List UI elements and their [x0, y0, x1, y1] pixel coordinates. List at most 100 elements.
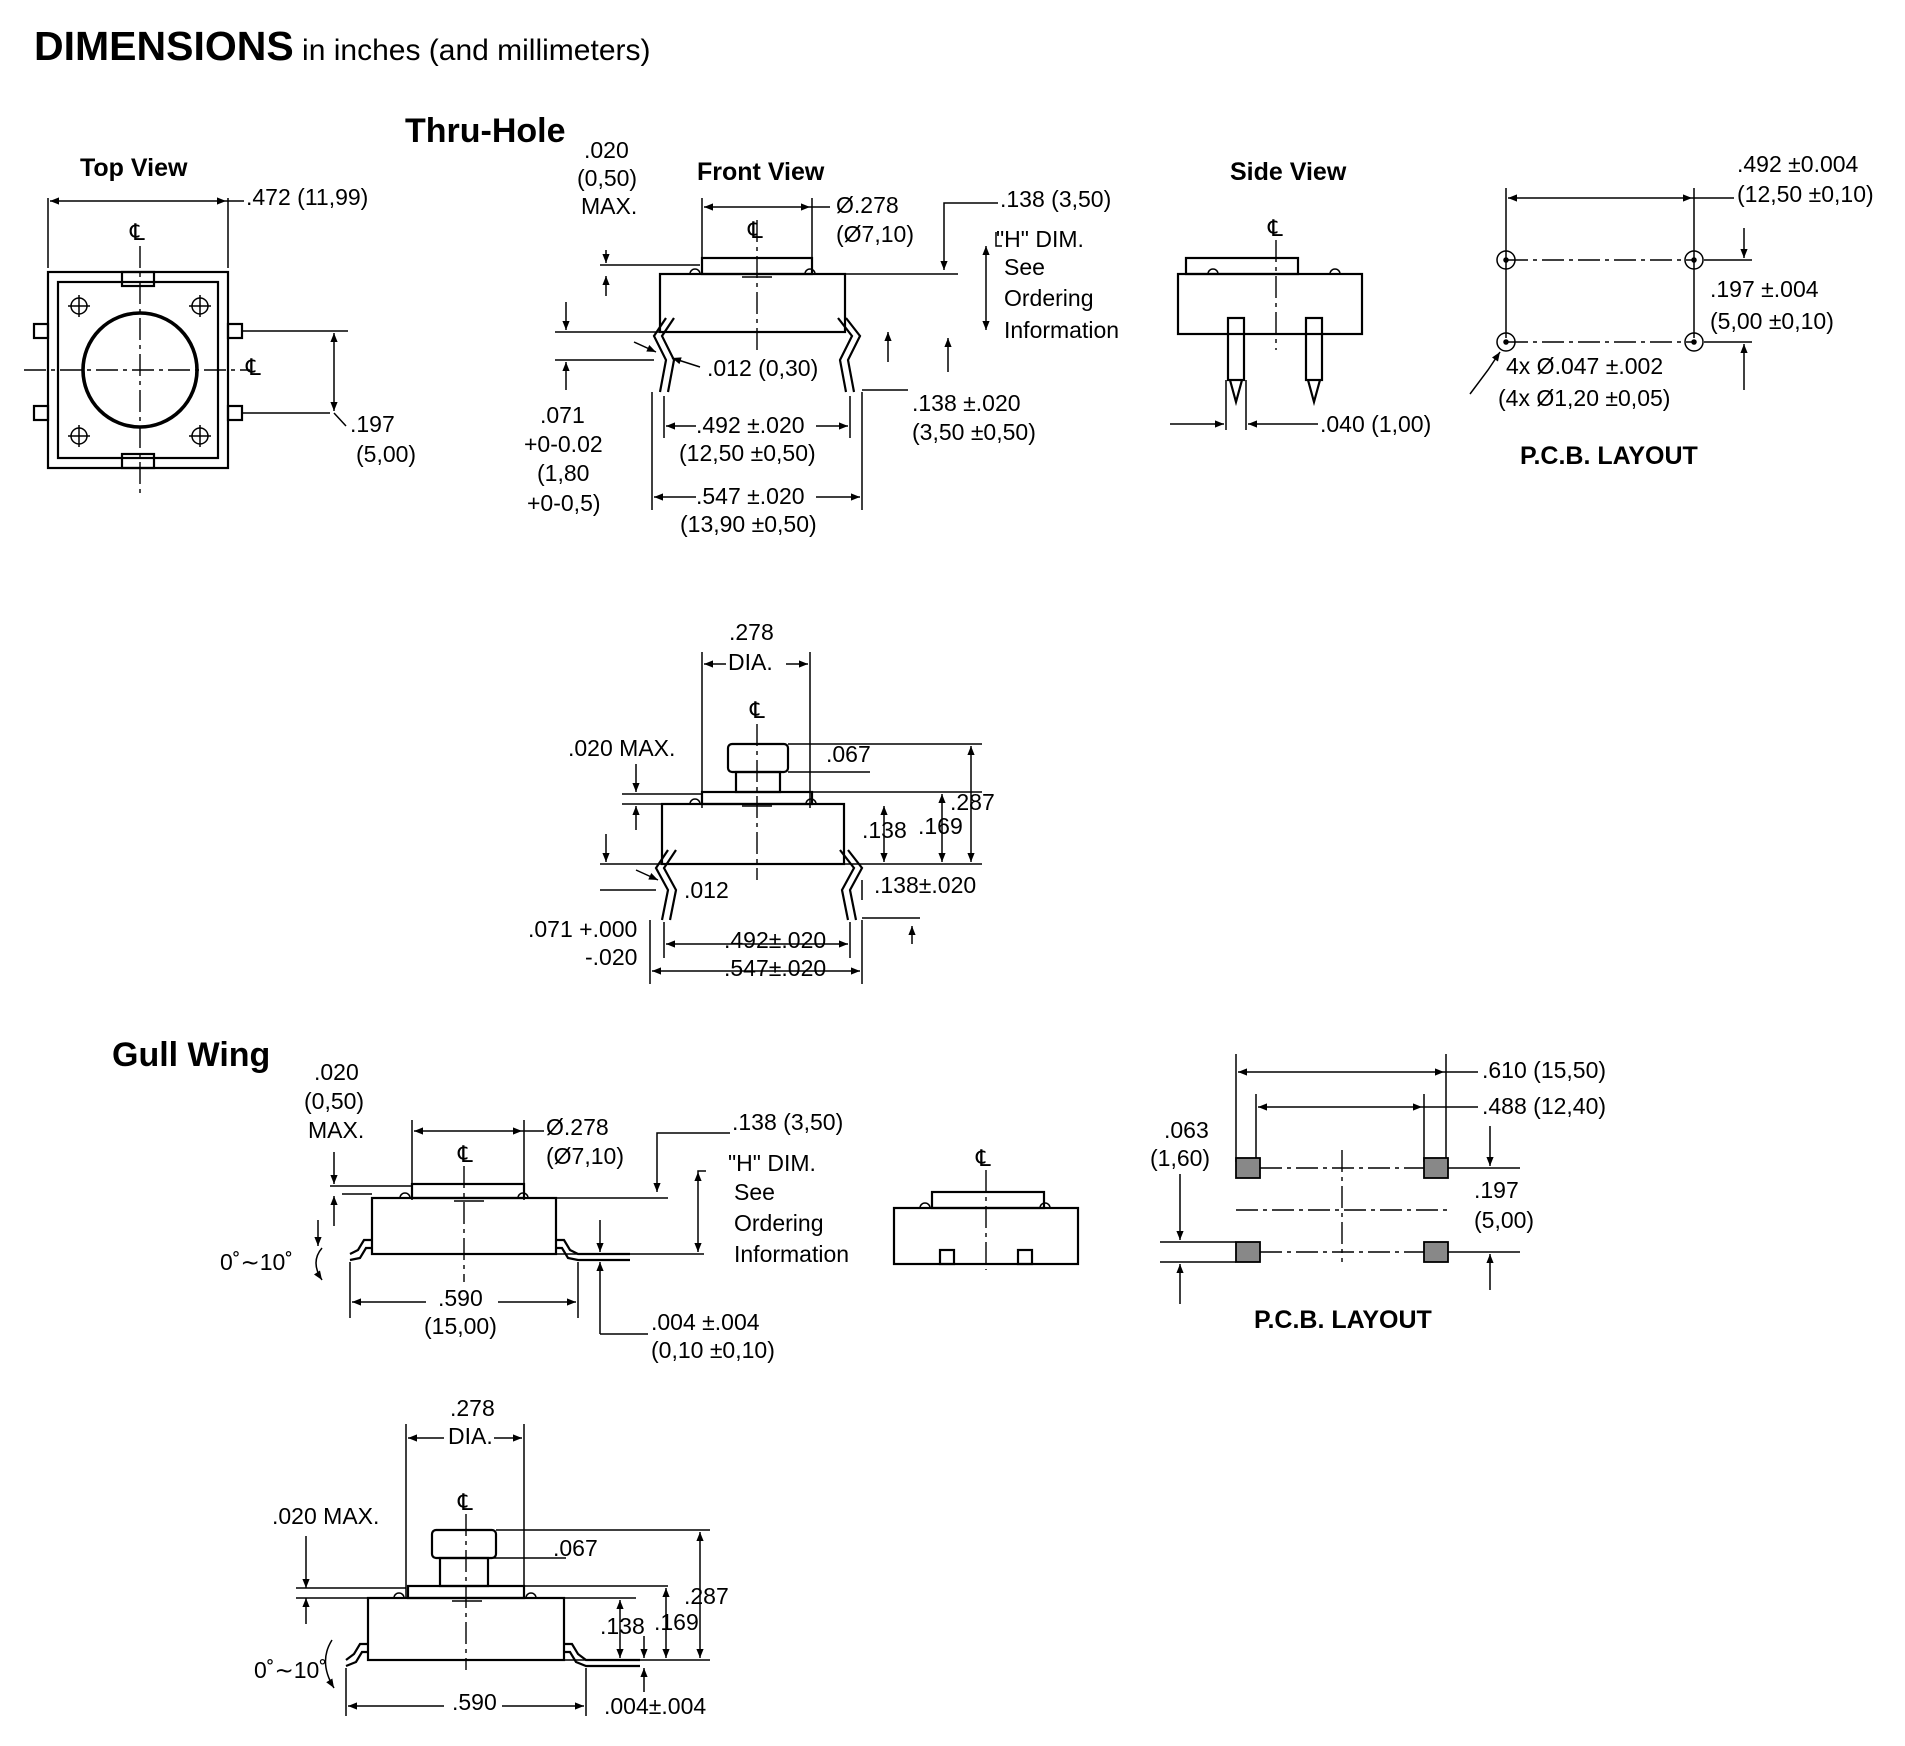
tall-h287: .287: [950, 789, 995, 815]
gull-wing-front-view: .020 (0,50) MAX. Ø.278 (Ø7,10) ℄ .138 (3…: [220, 1059, 849, 1363]
front-view: Front View .020 (0,50) MAX. Ø.278 (Ø7,10…: [524, 137, 1119, 537]
section-heading-thru-hole: Thru-Hole: [405, 112, 566, 150]
gw-cl: ℄: [457, 1141, 473, 1167]
top-view-pitch-mm: (5,00): [356, 441, 416, 467]
gw-side-cl: ℄: [975, 1145, 991, 1171]
pcb-hole-b: (4x Ø1,20 ±0,05): [1498, 385, 1670, 411]
gw-tall-span: .590: [452, 1689, 497, 1715]
front-width-a: .547 ±.020: [696, 483, 805, 509]
gw-tall-h138: .138: [600, 1613, 645, 1639]
gw-foot-a: .004 ±.004: [651, 1309, 760, 1335]
side-lead: .040 (1,00): [1320, 411, 1431, 437]
gw-h-c: See: [734, 1179, 775, 1205]
gw-max-b: (0,50): [304, 1088, 364, 1114]
front-cl: ℄: [747, 217, 763, 243]
pcb-hole-a: 4x Ø.047 ±.002: [1506, 353, 1663, 379]
front-max-b: (0,50): [577, 165, 637, 191]
gw-tall-cl: ℄: [457, 1489, 473, 1515]
tall-stand-b: -.020: [585, 944, 637, 970]
gw-pcb-x1: .610 (15,50): [1482, 1057, 1606, 1083]
gw-tall-foot: .004±.004: [604, 1693, 706, 1719]
gw-pcb-label: P.C.B. LAYOUT: [1254, 1306, 1432, 1334]
front-pin-a: .138 ±.020: [912, 390, 1021, 416]
front-stand-a: .071: [540, 402, 585, 428]
tall-dia-b: DIA.: [728, 649, 773, 675]
gw-h-b: "H" DIM.: [728, 1150, 816, 1176]
pcb-y-b: (5,00 ±0,10): [1710, 308, 1834, 334]
section-heading-gull-wing: Gull Wing: [112, 1036, 270, 1074]
gw-tall-cap: .067: [553, 1535, 598, 1561]
tall-width: .547±.020: [724, 955, 826, 981]
side-cl: ℄: [1267, 215, 1283, 241]
gw-tall-dia-b: DIA.: [448, 1423, 493, 1449]
title-rest: in inches (and millimeters): [294, 34, 651, 67]
gw-max-a: .020: [314, 1059, 359, 1085]
front-dia-a: Ø.278: [836, 192, 899, 218]
tall-pitch: .492±.020: [724, 927, 826, 953]
front-pitch-a: .492 ±.020: [696, 412, 805, 438]
tall-h138: .138: [862, 817, 907, 843]
gw-span-b: (15,00): [424, 1313, 497, 1339]
gw-tall-h169: .169: [654, 1609, 699, 1635]
front-h-a: .138 (3,50): [1000, 186, 1111, 212]
gw-tall-angle: 0˚∼10˚: [254, 1657, 327, 1683]
top-view-cl-top: ℄: [129, 219, 145, 245]
gw-pcb-pad-a: .063: [1164, 1117, 1209, 1143]
front-h-e: Information: [1004, 317, 1119, 343]
tall-h169: .169: [918, 813, 963, 839]
tall-cap: .067: [826, 741, 871, 767]
pcb-layout-label: P.C.B. LAYOUT: [1520, 442, 1698, 470]
front-pitch-b: (12,50 ±0,50): [679, 440, 816, 466]
front-lead: .012 (0,30): [707, 355, 818, 381]
gw-dia-b: (Ø7,10): [546, 1143, 624, 1169]
pcb-layout-thru-hole: .492 ±0.004 (12,50 ±0,10) .197 ±.004 (5,…: [1469, 151, 1874, 470]
gw-h-d: Ordering: [734, 1210, 823, 1236]
gw-h-e: Information: [734, 1241, 849, 1267]
top-view-pitch: .197: [350, 411, 395, 437]
gull-wing-side-view: ℄: [892, 1145, 1080, 1270]
front-dia-b: (Ø7,10): [836, 221, 914, 247]
top-view-label: Top View: [80, 154, 188, 182]
gw-pcb-pad-b: (1,60): [1150, 1145, 1210, 1171]
gw-foot-b: (0,10 ±0,10): [651, 1337, 775, 1363]
gw-h-a: .138 (3,50): [732, 1109, 843, 1135]
front-h-d: Ordering: [1004, 285, 1093, 311]
side-view: Side View ℄ .040 (1,00): [1170, 158, 1431, 437]
tall-pin: .138±.020: [874, 872, 976, 898]
gw-angle: 0˚∼10˚: [220, 1249, 293, 1275]
pcb-x-a: .492 ±0.004: [1737, 151, 1859, 177]
top-view-width: .472 (11,99): [246, 184, 368, 210]
tall-dia-a: .278: [729, 619, 774, 645]
front-max-a: .020: [584, 137, 629, 163]
gw-tall-h287: .287: [684, 1583, 729, 1609]
front-stand-b: +0-0.02: [524, 431, 603, 457]
tall-cl: ℄: [749, 697, 765, 723]
gw-tall-max: .020 MAX.: [272, 1503, 379, 1529]
gull-wing-pcb-layout: .610 (15,50) .488 (12,40) .197 (5,00) .0…: [1150, 1054, 1606, 1334]
gw-pcb-y-a: .197: [1474, 1177, 1519, 1203]
side-view-label: Side View: [1230, 158, 1347, 186]
top-view: Top View .472 (11,99) ℄ ℄ .197 (5,00): [24, 154, 416, 495]
front-stand-d: +0-0,5): [527, 490, 601, 516]
tall-lead: .012: [684, 877, 729, 903]
tall-stand-a: .071 +.000: [528, 916, 637, 942]
gw-max-c: MAX.: [308, 1117, 364, 1143]
gw-pcb-y-b: (5,00): [1474, 1207, 1534, 1233]
front-width-b: (13,90 ±0,50): [680, 511, 817, 537]
page-title: DIMENSIONS in inches (and millimeters): [34, 23, 650, 69]
gw-tall-dia-a: .278: [450, 1395, 495, 1421]
front-max-c: MAX.: [581, 193, 637, 219]
top-view-cl-right: ℄: [245, 354, 261, 380]
gw-span-a: .590: [438, 1285, 483, 1311]
front-h-b: "H" DIM.: [996, 226, 1084, 252]
front-pin-b: (3,50 ±0,50): [912, 419, 1036, 445]
front-stand-c: (1,80: [537, 460, 589, 486]
front-view-tall-actuator: .278 DIA. ℄ .020 MAX. .067 .287 .169 .13…: [528, 619, 995, 984]
pcb-x-b: (12,50 ±0,10): [1737, 181, 1874, 207]
gull-wing-tall-front-view: .278 DIA. ℄ .020 MAX. .067 .287 .169 .13…: [254, 1395, 729, 1719]
front-h-c: See: [1004, 254, 1045, 280]
gw-pcb-x2: .488 (12,40): [1482, 1093, 1606, 1119]
title-bold: DIMENSIONS: [34, 23, 294, 69]
front-view-label: Front View: [697, 158, 825, 186]
